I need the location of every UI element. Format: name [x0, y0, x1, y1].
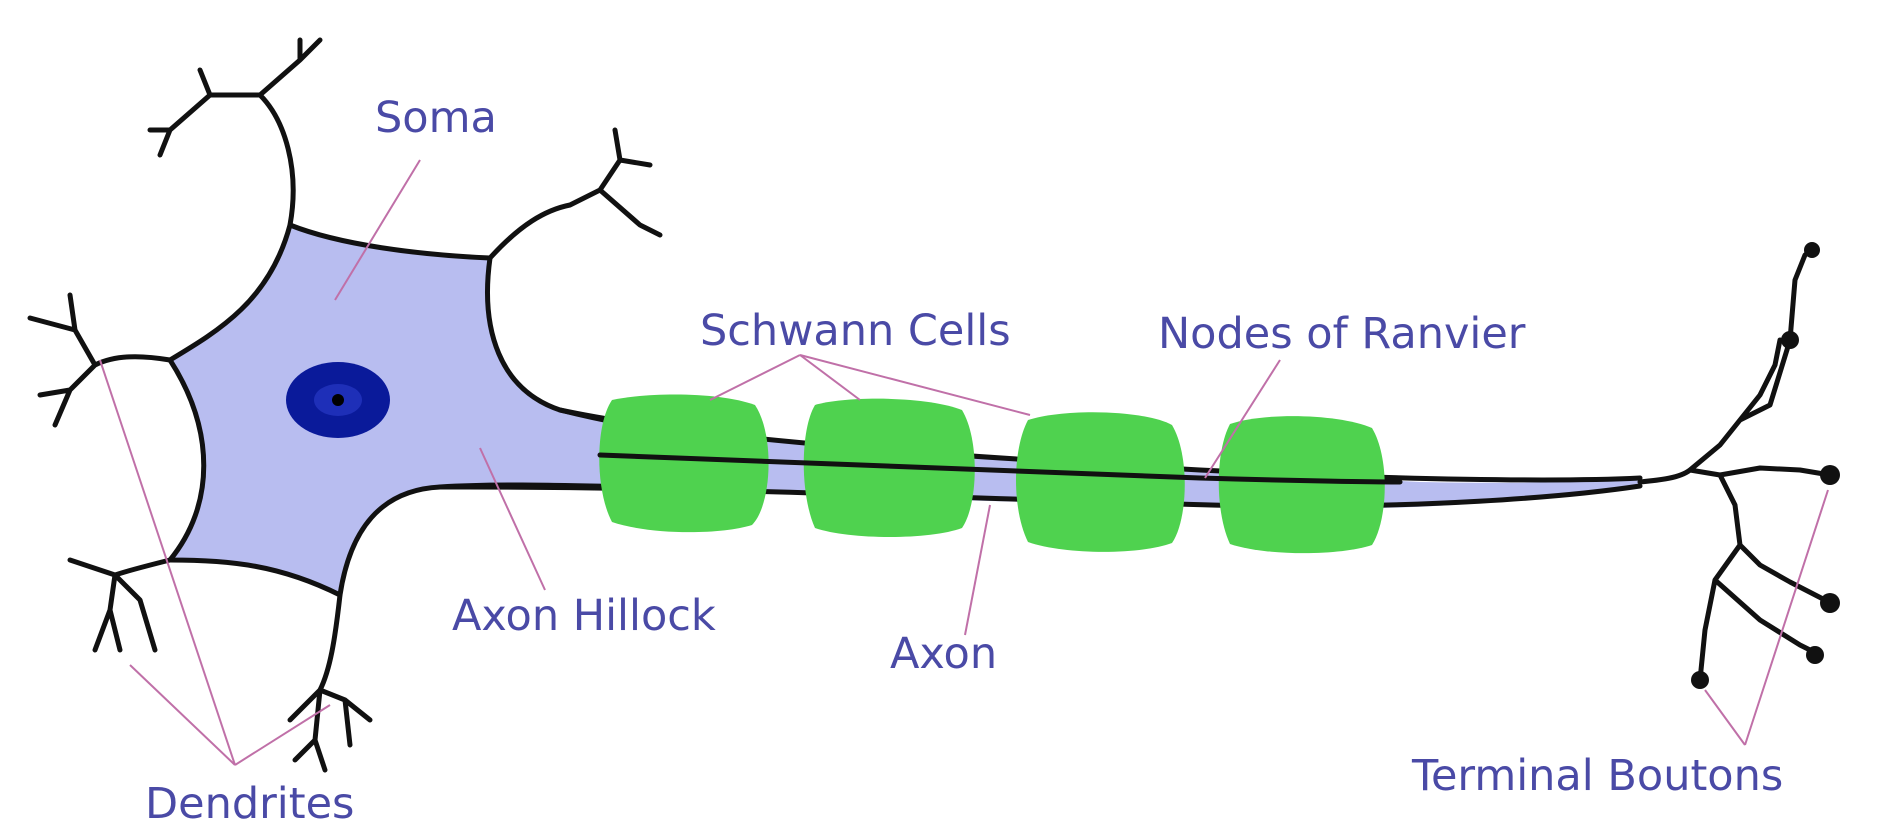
- nucleolus: [332, 394, 344, 406]
- bouton-1: [1781, 331, 1799, 349]
- axon-label: Axon: [890, 629, 997, 679]
- soma-label: Soma: [375, 93, 497, 143]
- terminal-boutons-label: Terminal Boutons: [1411, 751, 1783, 801]
- dendrites-label: Dendrites: [145, 779, 354, 829]
- dendrite-top-left: [150, 40, 320, 225]
- schwann-cell-4: [1219, 416, 1385, 553]
- schwann-leader-2: [800, 355, 860, 400]
- axon-leader: [965, 505, 990, 635]
- bouton-3: [1820, 465, 1840, 485]
- bouton-6: [1691, 671, 1709, 689]
- bouton-4: [1820, 593, 1840, 613]
- axon-terminal: [1640, 242, 1840, 689]
- bouton-2: [1804, 242, 1820, 258]
- schwann-cells-label: Schwann Cells: [700, 306, 1011, 356]
- axon-hillock-label: Axon Hillock: [452, 591, 716, 641]
- schwann-cell-3: [1016, 412, 1185, 552]
- dendrite-bottom: [290, 595, 370, 770]
- dendrite-bottom-left: [70, 560, 170, 650]
- schwann-cell-1: [599, 395, 768, 533]
- dendrite-top-right: [490, 130, 660, 258]
- boutons-leader-2: [1705, 690, 1745, 745]
- bouton-5: [1806, 646, 1824, 664]
- nodes-of-ranvier-label: Nodes of Ranvier: [1158, 309, 1526, 359]
- schwann-leader-1: [710, 355, 800, 400]
- terminal-branches: [1640, 250, 1830, 680]
